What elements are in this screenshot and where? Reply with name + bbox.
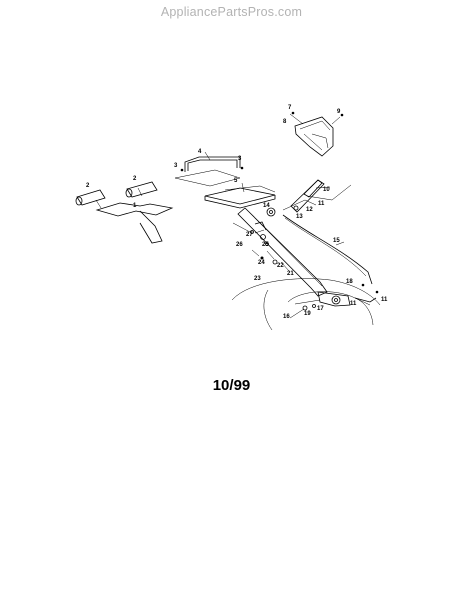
callout-8: 8 xyxy=(283,119,287,125)
callout-11-lower: 11 xyxy=(350,301,357,307)
callout-21: 21 xyxy=(287,271,294,277)
upper-cover-part xyxy=(289,111,344,157)
callout-5: 5 xyxy=(234,178,238,184)
callout-13: 13 xyxy=(296,214,303,220)
watermark: AppliancePartsPros.com xyxy=(160,5,303,19)
callout-7: 7 xyxy=(288,105,292,111)
callout-16: 16 xyxy=(283,314,290,320)
callout-27: 27 xyxy=(246,232,253,238)
callout-12: 12 xyxy=(306,207,313,213)
callout-17: 17 xyxy=(317,306,324,312)
handle-shaft-part xyxy=(237,207,328,297)
callout-14: 14 xyxy=(263,203,270,209)
revision-date-code: 10/99 xyxy=(212,377,251,394)
callout-11-upper: 11 xyxy=(318,201,325,207)
fastener-hardware xyxy=(232,222,290,272)
callout-18-upper: 18 xyxy=(346,279,353,285)
hand-grips-part xyxy=(75,181,174,244)
callout-3-right: 3 xyxy=(238,156,242,162)
callout-26: 26 xyxy=(236,242,243,248)
callout-15: 15 xyxy=(333,238,340,244)
lever-part xyxy=(282,179,331,213)
callout-4: 4 xyxy=(198,149,202,155)
callout-1: 1 xyxy=(133,203,137,209)
bail-bar-part xyxy=(174,151,244,187)
callout-11-right: 11 xyxy=(381,297,388,303)
lower-housing-part xyxy=(231,278,381,331)
callout-23: 23 xyxy=(254,276,261,282)
control-rod-part xyxy=(282,184,373,285)
callout-22: 22 xyxy=(277,263,284,269)
callout-2-left: 2 xyxy=(86,183,90,189)
callout-3-left: 3 xyxy=(174,163,178,169)
callout-24: 24 xyxy=(258,260,265,266)
control-bracket-part xyxy=(204,182,276,209)
callout-19: 19 xyxy=(304,311,311,317)
callout-labels: 7 9 8 4 3 3 5 2 2 1 10 11 12 13 14 27 26… xyxy=(86,105,388,320)
callout-2-right: 2 xyxy=(133,176,137,182)
callout-10: 10 xyxy=(323,187,330,193)
callout-25: 25 xyxy=(262,242,269,248)
callout-9: 9 xyxy=(337,109,341,115)
